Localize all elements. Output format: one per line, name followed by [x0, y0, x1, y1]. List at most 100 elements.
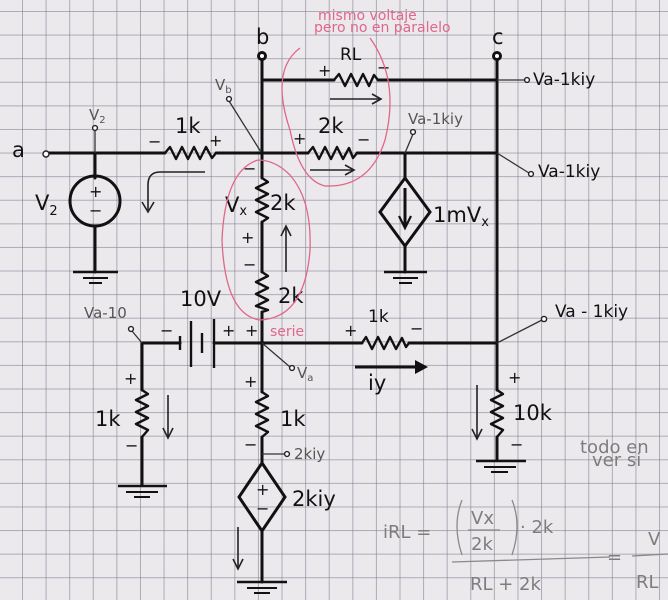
pencil-note-line2: ver si [592, 450, 641, 471]
node-c-terminal[interactable] [492, 51, 502, 61]
dependent-source-icon [237, 460, 287, 534]
resistor-1k-ab-label: 1k [175, 114, 201, 138]
formula-eq: = [607, 547, 622, 568]
voltage-source-icon [68, 174, 122, 228]
ground-left-1k [118, 484, 167, 498]
resistor-2k-mid-plus: + [293, 129, 306, 148]
node-c-label: c [492, 25, 504, 49]
resistor-2k-vx-plus: + [241, 228, 254, 247]
c-bottom-voltage-label: Va - 1kiy [555, 302, 628, 322]
battery-label: 10V [180, 287, 222, 311]
ccvs-label: 2kiy [292, 487, 336, 511]
ground-10k [476, 459, 526, 473]
current-arrow-up-2k-head [280, 224, 292, 237]
current-arrow-left-1k-head [162, 427, 174, 440]
wires [46, 58, 499, 584]
node-a-terminal[interactable] [42, 150, 50, 158]
resistor-1k-iy: 1k + − [344, 307, 423, 351]
resistor-10k: 10k + − [489, 368, 553, 454]
ccvs-plus-sign: + [256, 480, 269, 499]
current-arrow-r2k-head [344, 164, 356, 176]
resistor-icon [489, 389, 505, 438]
va-node-voltage-label: Va [297, 364, 313, 384]
va10-probe-line [131, 330, 143, 344]
resistor-icon [254, 271, 270, 314]
vccs-node-voltage-label: Va-1kiy [408, 110, 463, 128]
formula-mult: · 2k [520, 517, 554, 538]
current-arrow-ccvs-head [232, 558, 244, 571]
current-arrow-r1k-head [141, 201, 155, 214]
ground-v2 [73, 270, 118, 284]
node-a-label: a [12, 138, 25, 162]
va-probe-line [261, 342, 291, 368]
formula-num-den: 2k [471, 534, 493, 555]
resistor-icon [254, 391, 270, 438]
formula-rhs-num: V [648, 529, 661, 550]
resistor-rl: RL + − [318, 45, 390, 88]
resistor-1k-iy-label: 1k [368, 307, 389, 327]
pencil-note-line1: todo en [580, 437, 649, 458]
current-arrow-10k-head [471, 428, 483, 441]
pink-note-line1: mismo voltaje [318, 8, 417, 24]
pink-note-line2: pero no en paralelo [314, 20, 451, 36]
resistor-1k-left-plus: + [124, 369, 137, 388]
resistor-10k-label: 10k [513, 401, 553, 425]
resistor-icon [164, 145, 217, 161]
v2-plus-sign: + [89, 182, 102, 201]
v2-node-voltage-label: V2 [89, 106, 106, 126]
current-iy-label: iy [368, 371, 386, 395]
current-direction-arrow-head [398, 215, 412, 231]
resistor-1k-bottom-plus: + [244, 372, 257, 391]
resistor-1k-ab: 1k − + [148, 114, 222, 161]
battery-minus: − [160, 321, 173, 340]
formula-den: RL + 2k [470, 574, 542, 595]
dependent-source-icon [378, 175, 432, 249]
resistor-icon [333, 72, 379, 88]
resistor-2k-vx-label: 2k [270, 191, 296, 215]
resistor-1k-bottom: 1k + − [244, 372, 306, 454]
c-mid-probe-terminal [527, 170, 535, 178]
ccvs-probe-terminal [283, 450, 291, 458]
vx-label: Vx [225, 193, 247, 219]
resistor-2k-vx-minus: − [243, 159, 256, 178]
c-bottom-probe-terminal [540, 315, 548, 323]
v2-label: V2 [35, 191, 58, 219]
resistor-rl-label: RL [340, 45, 362, 65]
va-probe-terminal [288, 364, 296, 372]
resistor-1k-ab-minus: − [148, 132, 161, 151]
battery-plus-left: + [222, 321, 235, 340]
pencil-formula: iRL = Vx 2k · 2k RL + 2k = V RL [383, 499, 668, 595]
formula-rhs-bar [631, 553, 668, 557]
resistor-2k-vert-minus: − [243, 255, 256, 274]
resistor-2k-vert: 2k − [243, 255, 304, 314]
resistor-rl-plus: + [318, 61, 331, 80]
resistor-1k-left-minus: − [125, 436, 138, 455]
resistor-2k-mid-label: 2k [318, 114, 344, 138]
resistor-icon [361, 335, 410, 351]
vccs-1mvx: 1mVx [378, 175, 489, 249]
resistor-icon [307, 145, 358, 161]
resistor-icon [254, 177, 270, 223]
resistor-rl-minus: − [377, 58, 390, 77]
formula-paren-left [456, 499, 463, 556]
resistor-2k-vx: 2k Vx − + [225, 159, 296, 247]
resistor-1k-left: 1k + − [95, 369, 150, 455]
pink-loop-rl-2k [281, 37, 391, 187]
resistor-10k-plus: + [508, 368, 521, 387]
c-mid-probe-line [496, 152, 530, 174]
node-b-terminal[interactable] [257, 51, 267, 61]
vccs-probe-terminal [409, 128, 417, 136]
c-top-voltage-label: Va-1kiy [533, 70, 595, 90]
battery-plus-right: + [245, 321, 258, 340]
resistor-2k-vert-label: 2k [278, 284, 304, 308]
resistor-icon [134, 389, 150, 438]
resistor-2k-mid: 2k + − [293, 114, 370, 161]
resistor-1k-iy-minus: − [410, 319, 423, 338]
resistor-1k-left-label: 1k [95, 407, 121, 431]
pink-loop-series [221, 159, 311, 321]
c-bottom-probe-line [496, 319, 543, 344]
va10-node-voltage-label: Va-10 [84, 304, 127, 322]
vb-node-voltage-label: Vb [215, 76, 232, 96]
v2-minus-sign: − [89, 201, 102, 220]
